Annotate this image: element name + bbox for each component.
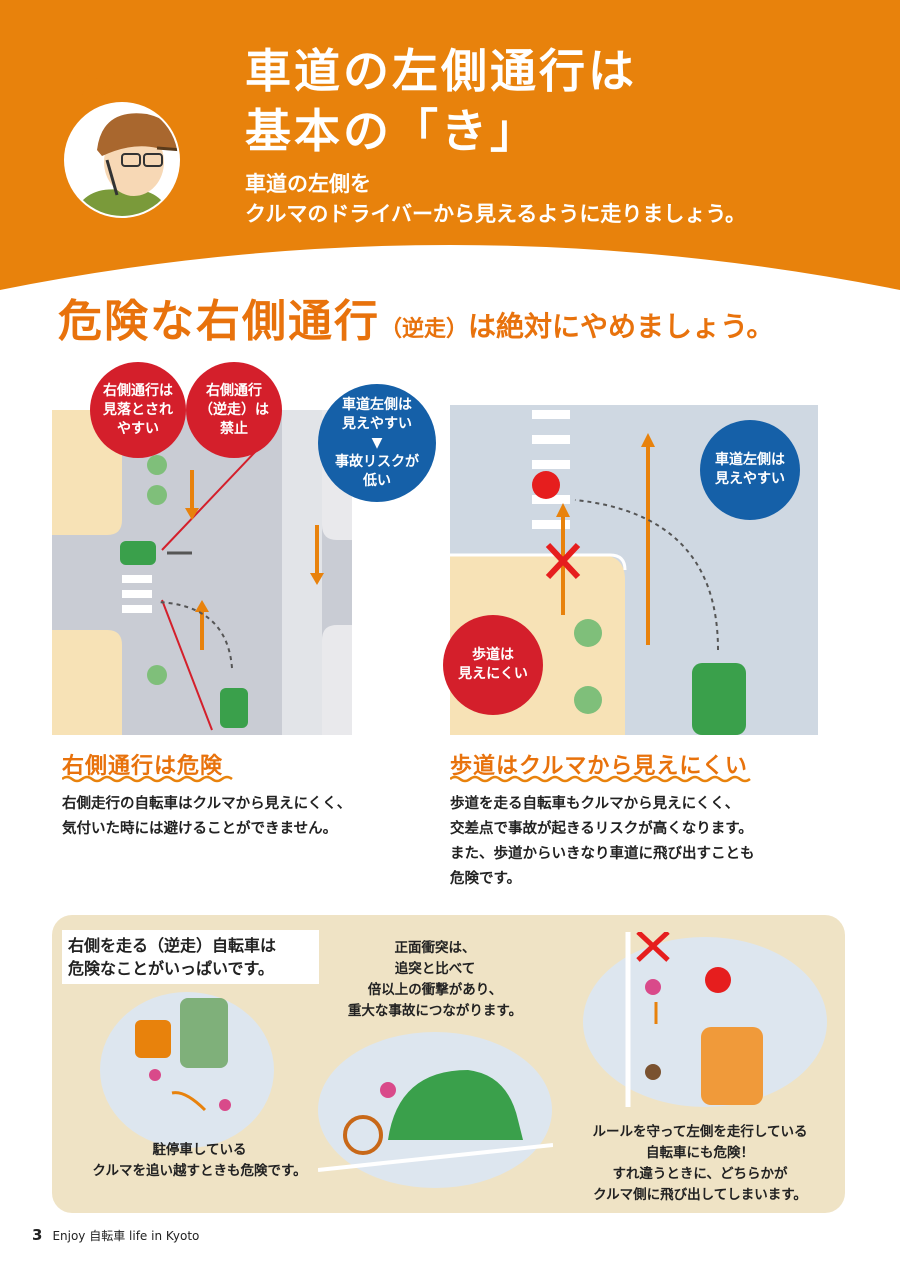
right-circle-1: 車道左側は 見えやすい: [700, 420, 800, 520]
bottom-text-1: 駐停車している クルマを追い越すときも危険です。: [92, 1142, 307, 1179]
bottom-illustration-2: [318, 1032, 553, 1188]
bottom-illustration-1: [100, 992, 274, 1148]
header-background: [0, 0, 900, 290]
section-number: 02: [66, 65, 120, 109]
bottom-illustration-3: [583, 932, 827, 1107]
left-circle-1: 右側通行は 見落とされ やすい: [90, 362, 186, 458]
left-circle-2: 右側通行 （逆走）は 禁止: [186, 362, 282, 458]
left-caption-title: 右側通行は危険: [62, 754, 224, 779]
header-title-line2: 基本の「き」: [245, 104, 539, 158]
header-subtitle-line2: クルマのドライバーから見えるように走りましょう。: [245, 202, 747, 226]
left-caption-underline: [62, 775, 233, 783]
header: 02 車道の左側通行は 基本の「き」 車道の左側を クルマのドライバーから見える…: [0, 0, 900, 300]
left-road-diagram: [52, 410, 352, 735]
footer: 3 Enjoy 自転車 life in Kyoto: [32, 1226, 199, 1244]
bottom-title: 右側を走る（逆走）自転車は 危険なことがいっぱいです。: [62, 930, 319, 984]
header-title-line1: 車道の左側通行は: [245, 44, 637, 98]
right-caption-body: 歩道を走る自転車もクルマから見えにくく、 交差点で事故が起きるリスクが高くなりま…: [450, 796, 755, 887]
right-circle-2: 歩道は 見えにくい: [443, 615, 543, 715]
avatar-icon: [64, 102, 180, 218]
right-caption-title: 歩道はクルマから見えにくい: [450, 754, 748, 779]
page-number: 3: [32, 1226, 43, 1244]
bottom-text-3: ルールを守って左側を走行している 自転車にも危険！ すれ違うときに、どちらかが …: [592, 1124, 808, 1203]
main-heading-rest: は絶対にやめましょう。: [468, 310, 775, 343]
bottom-text-2: 正面衝突は、 追突と比べて 倍以上の衝撃があり、 重大な事故につながります。: [347, 940, 523, 1019]
main-heading: 危険な右側通行（逆走）は絶対にやめましょう。: [58, 285, 774, 349]
main-heading-big: 危険な右側通行: [58, 296, 380, 347]
left-caption-body: 右側走行の自転車はクルマから見えにくく、 気付いた時には避けることができません。: [62, 796, 352, 837]
header-subtitle-line1: 車道の左側を: [245, 172, 371, 196]
main-heading-paren: （逆走）: [380, 317, 469, 342]
footer-text: Enjoy 自転車 life in Kyoto: [52, 1229, 200, 1243]
left-circle-3: 車道左側は 見えやすい ▼ 事故リスクが 低い: [318, 384, 436, 502]
right-caption-underline: [450, 775, 751, 783]
